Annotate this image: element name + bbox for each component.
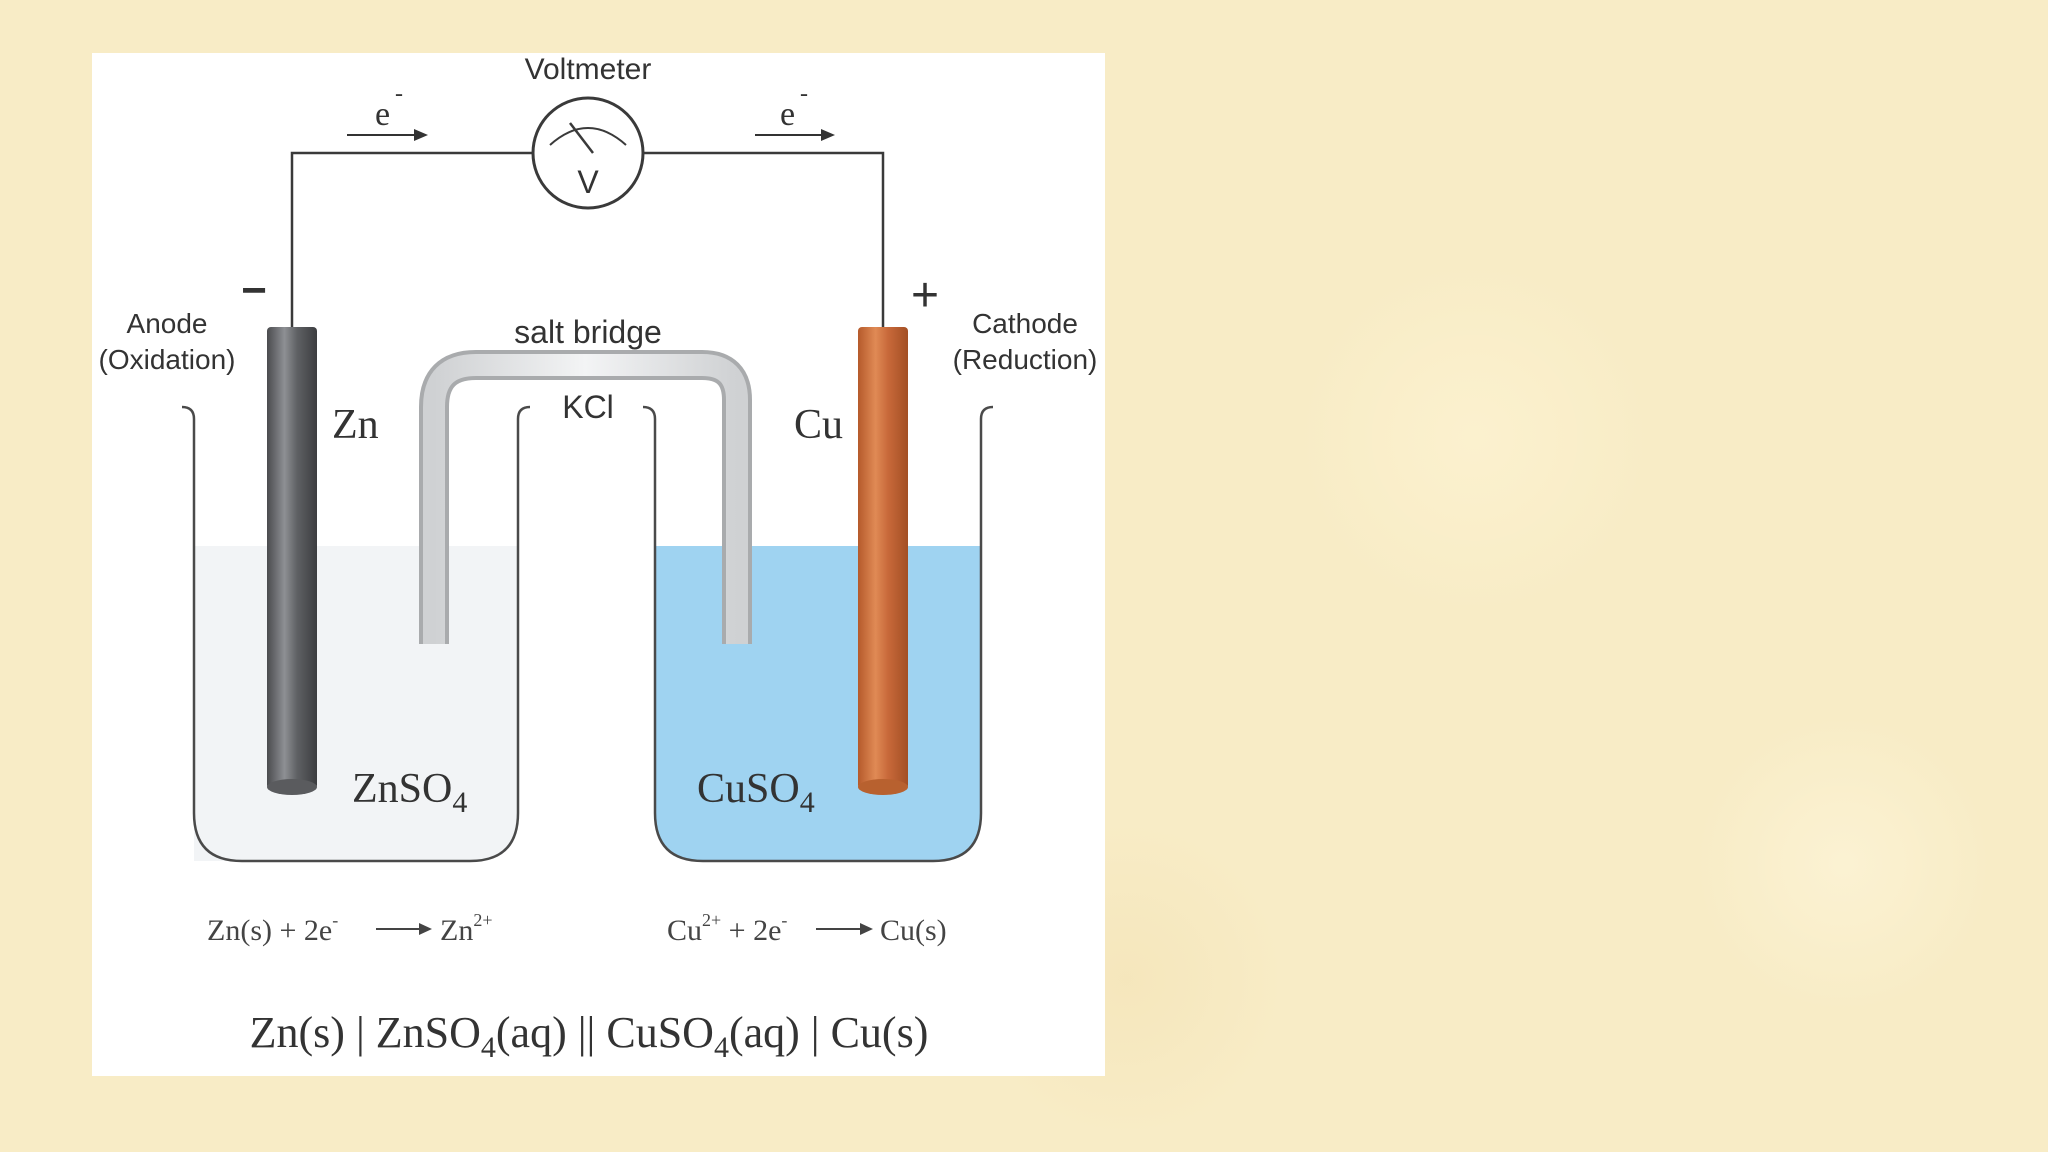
svg-text:Cu(s): Cu(s) (880, 914, 947, 947)
electron-flow-right: e - (755, 81, 835, 141)
salt-bridge-fill (423, 354, 748, 644)
znso4-solution (194, 546, 518, 861)
voltmeter-label: Voltmeter (525, 53, 652, 86)
arrowhead-icon (414, 129, 428, 141)
voltmeter-needle (569, 122, 594, 154)
arrowhead-icon (821, 129, 835, 141)
electron-charge: - (800, 81, 808, 107)
electron-charge: - (395, 81, 403, 107)
svg-text:Zn(s) + 2e-: Zn(s) + 2e- (207, 910, 338, 947)
svg-text:Cu2+ + 2e-: Cu2+ + 2e- (667, 910, 787, 947)
zinc-electrode-tip (267, 779, 317, 795)
arrowhead-icon (419, 923, 432, 935)
cathode-beaker (642, 405, 994, 863)
anode-sign: − (241, 266, 267, 315)
anode-label: Anode (127, 308, 208, 339)
copper-symbol: Cu (794, 402, 843, 448)
electron-flow-left: e - (347, 81, 428, 141)
zinc-symbol: Zn (332, 402, 379, 448)
znso4-label: ZnSO4 (352, 766, 467, 819)
electron-label: e (780, 96, 795, 133)
copper-electrode (858, 327, 908, 789)
voltmeter-symbol: V (577, 164, 599, 200)
cathode-half-reaction: Cu2+ + 2e- Cu(s) (667, 910, 947, 947)
cell-notation: Zn(s) | ZnSO4(aq) || CuSO4(aq) | Cu(s) (250, 1008, 929, 1064)
anode-beaker (181, 405, 531, 863)
anode-wire (290, 151, 532, 327)
cathode-note: (Reduction) (953, 344, 1098, 375)
galvanic-cell-diagram: V Voltmeter e - e - − + Anode (Oxidation… (99, 53, 1098, 1064)
zinc-electrode (267, 327, 317, 789)
svg-text:Zn2+: Zn2+ (440, 910, 492, 947)
cuso4-solution (655, 546, 981, 861)
electron-label: e (375, 96, 390, 133)
anode-half-reaction: Zn(s) + 2e- Zn2+ (207, 910, 492, 947)
voltmeter-scale (549, 127, 627, 146)
cuso4-label: CuSO4 (697, 766, 815, 819)
galvanic-cell-figure: V Voltmeter e - e - − + Anode (Oxidation… (92, 53, 1105, 1076)
cathode-sign: + (911, 269, 939, 322)
salt-bridge-label: salt bridge (514, 314, 662, 350)
kcl-label: KCl (562, 389, 614, 425)
anode-note: (Oxidation) (99, 344, 236, 375)
voltmeter-dial (531, 96, 645, 210)
voltmeter: V (531, 96, 645, 210)
cathode-label: Cathode (972, 308, 1078, 339)
copper-electrode-tip (858, 779, 908, 795)
arrowhead-icon (860, 923, 873, 935)
cathode-wire (644, 151, 885, 327)
